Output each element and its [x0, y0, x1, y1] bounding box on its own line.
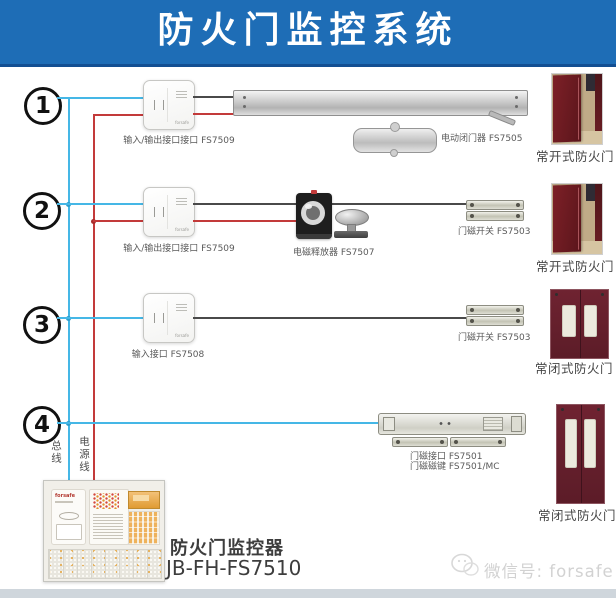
bus-line-label: 总线 [50, 440, 62, 465]
row4-bus-branch [57, 422, 380, 424]
watermark: 微信号: forsafe [450, 552, 615, 582]
door-closer-rail [233, 90, 528, 116]
module-markings [176, 91, 187, 98]
power-line-vertical [93, 115, 95, 482]
row4-device-label-line2: 门磁磁键 FS7501/MC [410, 462, 500, 472]
module-terminals [154, 207, 164, 217]
controller-display-screen [128, 491, 160, 509]
door-closer-label: 电动闭门器 FS7505 [441, 134, 523, 144]
row3-input-module: forsafe [143, 293, 195, 343]
module-divider [167, 301, 168, 335]
controller-label-card [56, 524, 82, 540]
controller-legend-text [93, 513, 123, 539]
row2-door-label: 常开式防火门 [535, 259, 614, 274]
door-closer-pivot [390, 149, 398, 157]
page-title: 防火门监控系统 [157, 10, 459, 51]
module-markings [176, 198, 187, 205]
row3-fire-door-photo [550, 289, 609, 359]
banner: 防火门监控系统 [0, 0, 616, 67]
row3-magnetic-switch-bar [466, 305, 524, 315]
controller-indicator-panel [89, 489, 129, 545]
row4-magnet-strip [392, 437, 448, 447]
row3-switch-label: 门磁开关 FS7503 [458, 333, 531, 343]
row2-number-badge: 2 [23, 192, 61, 230]
door-magnet-interface-bar [378, 413, 526, 435]
wechat-icon [451, 553, 479, 576]
row1-number-badge: 1 [24, 87, 62, 125]
row3-input-module-label: 输入接口 FS7508 [131, 350, 205, 360]
row1-fire-door-photo [551, 73, 603, 145]
row2-fire-door-photo [551, 183, 603, 255]
footer-bar [0, 589, 616, 598]
release-armature-base [334, 231, 368, 238]
module-divider [167, 88, 168, 122]
controller-zone-indicators [48, 549, 162, 579]
module-brand-logo: forsafe [175, 120, 189, 125]
row2-io-module: forsafe [143, 187, 195, 237]
controller-left-panel: forsafe [51, 489, 86, 545]
row4-door-label: 常闭式防火门 [538, 508, 616, 523]
row2-magnetic-switch-bar [466, 200, 524, 210]
row1-signal-wire [193, 96, 233, 98]
row2-power-wire [193, 220, 298, 222]
row4-device-label-line1: 门磁接口 FS7501 [410, 452, 483, 462]
electromagnetic-release [296, 190, 332, 239]
row3-bus-branch [57, 317, 143, 319]
module-terminals [154, 100, 164, 110]
row1-io-module: forsafe [143, 80, 195, 130]
row4-number-badge: 4 [23, 406, 61, 444]
controller-name-label: 防火门监控器 [170, 538, 284, 559]
release-label: 电磁释放器 FS7507 [293, 248, 375, 258]
row2-power-branch [93, 220, 143, 222]
module-brand-logo: forsafe [175, 333, 189, 338]
row2-io-module-label: 输入/输出接口接口 FS7509 [123, 244, 235, 254]
row1-bus-branch [57, 97, 143, 99]
module-divider [167, 195, 168, 229]
row3-door-label: 常闭式防火门 [534, 361, 613, 376]
controller-speaker-grille [59, 512, 79, 520]
row2-magnetic-switch-bar [466, 211, 524, 221]
row4-magnet-strip [450, 437, 506, 447]
row1-power-wire [193, 113, 240, 115]
door-closer-pivot [390, 122, 400, 132]
row1-power-branch [93, 114, 143, 116]
power-line-label: 电源线 [78, 436, 90, 474]
controller-model-label: JB-FH-FS7510 [166, 556, 302, 580]
row2-switch-label: 门磁开关 FS7503 [458, 227, 531, 237]
controller-brand-logo: forsafe [55, 493, 75, 499]
module-markings [176, 304, 187, 311]
bus-line-vertical [68, 98, 70, 482]
row3-signal-wire [193, 317, 466, 319]
module-terminals [154, 313, 164, 323]
controller-keypad [128, 511, 160, 545]
fire-door-controller-panel: forsafe [43, 480, 165, 582]
row3-number-badge: 3 [23, 306, 61, 344]
row1-io-module-label: 输入/输出接口接口 FS7509 [123, 136, 235, 146]
row3-magnetic-switch-bar [466, 316, 524, 326]
row2-bus-branch [57, 203, 143, 205]
module-brand-logo: forsafe [175, 227, 189, 232]
row4-fire-door-photo [556, 404, 605, 504]
row1-door-label: 常开式防火门 [535, 149, 614, 164]
controller-led-grid [93, 493, 119, 509]
watermark-text: 微信号: forsafe [484, 562, 614, 581]
